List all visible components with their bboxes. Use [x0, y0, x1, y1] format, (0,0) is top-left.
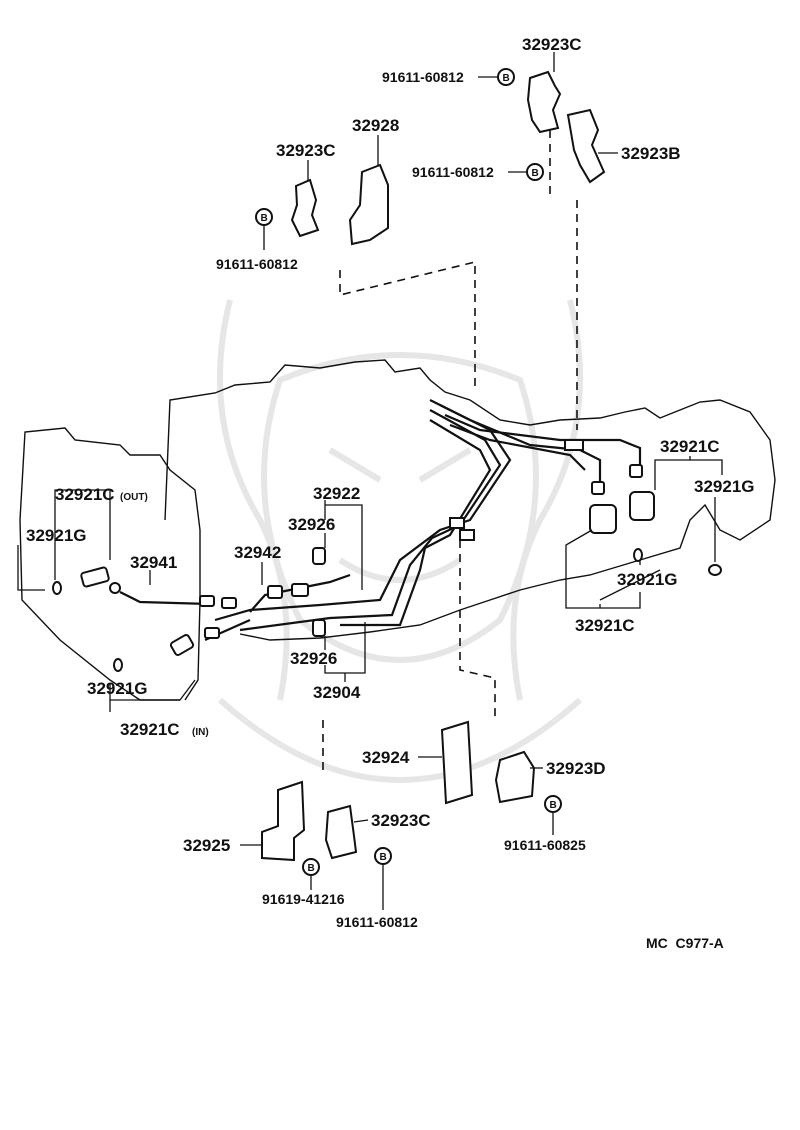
part-label: 32921G	[26, 526, 87, 545]
clamp-32923B	[566, 108, 606, 184]
part-label: 32923C	[522, 35, 582, 54]
part-label: 91611-60825	[504, 837, 586, 853]
bolt-b-icon: B	[302, 858, 320, 876]
part-label: 91611-60812	[336, 914, 418, 930]
fittings	[52, 464, 722, 672]
part-label: 32921G	[694, 477, 755, 496]
bolt-b-icon: B	[526, 163, 544, 181]
gaskets	[52, 548, 722, 672]
dashed-leaders	[322, 130, 578, 775]
part-label: 32923C	[276, 141, 336, 160]
bolt-symbols: B B B B B B	[255, 68, 562, 876]
svg-text:B: B	[532, 168, 539, 179]
clamps-and-brackets	[261, 70, 606, 862]
part-label: 32923B	[621, 144, 681, 163]
union-fitting-left-lower	[169, 634, 195, 656]
svg-text:B: B	[503, 73, 510, 84]
part-label: 32921C	[575, 616, 635, 635]
watermark-emblem	[217, 299, 583, 783]
part-label: 32904	[313, 683, 361, 702]
part-label: 32921C	[120, 720, 180, 739]
svg-text:B: B	[380, 852, 387, 863]
part-label: 32928	[352, 116, 399, 135]
part-label: 32921G	[617, 570, 678, 589]
union-fitting-left	[80, 566, 121, 594]
clamp-32923D	[494, 750, 536, 804]
bolt-b-icon: B	[544, 795, 562, 813]
part-label: 32921C	[55, 485, 115, 504]
svg-text:B: B	[308, 863, 315, 874]
clamp-32923C-bottom	[324, 804, 358, 860]
svg-text:B: B	[261, 213, 268, 224]
part-label-suffix: (OUT)	[120, 492, 148, 503]
part-label: 32942	[234, 543, 281, 562]
label-leaders	[17, 52, 723, 910]
part-label: 91611-60812	[382, 69, 464, 85]
bracket-32928	[348, 163, 389, 246]
part-label: 32923D	[546, 759, 606, 778]
bolt-b-icon: B	[255, 208, 273, 226]
bracket-32924	[440, 720, 474, 805]
part-labels: 32923C 91611-60812 32923B 91611-60812 32…	[26, 35, 755, 951]
bracket-32925	[261, 780, 306, 862]
hose-fittings	[199, 583, 309, 639]
bolt-b-icon: B	[374, 847, 392, 865]
part-label: 32921C	[660, 437, 720, 456]
clamp-32923C-top	[526, 70, 562, 134]
part-label-suffix: (IN)	[192, 727, 209, 738]
part-label: 32926	[288, 515, 335, 534]
svg-text:B: B	[550, 800, 557, 811]
diagram-code: MC C977-A	[646, 935, 724, 951]
part-label: 32926	[290, 649, 337, 668]
elbow-fitting-right	[589, 464, 655, 534]
part-label: 32924	[362, 748, 410, 767]
part-label: 91611-60812	[412, 164, 494, 180]
floor-pan-outline	[19, 359, 776, 701]
bolt-b-icon: B	[497, 68, 515, 86]
part-label: 91611-60812	[216, 256, 298, 272]
part-label: 32923C	[371, 811, 431, 830]
brake-pipe-assembly	[119, 399, 642, 642]
clamp-32923C-left	[290, 178, 320, 238]
part-label: 32941	[130, 553, 177, 572]
grommets	[312, 547, 326, 637]
part-label: 32922	[313, 484, 360, 503]
part-label: 32925	[183, 836, 230, 855]
part-label: 91619-41216	[262, 891, 345, 907]
part-label: 32921G	[87, 679, 148, 698]
